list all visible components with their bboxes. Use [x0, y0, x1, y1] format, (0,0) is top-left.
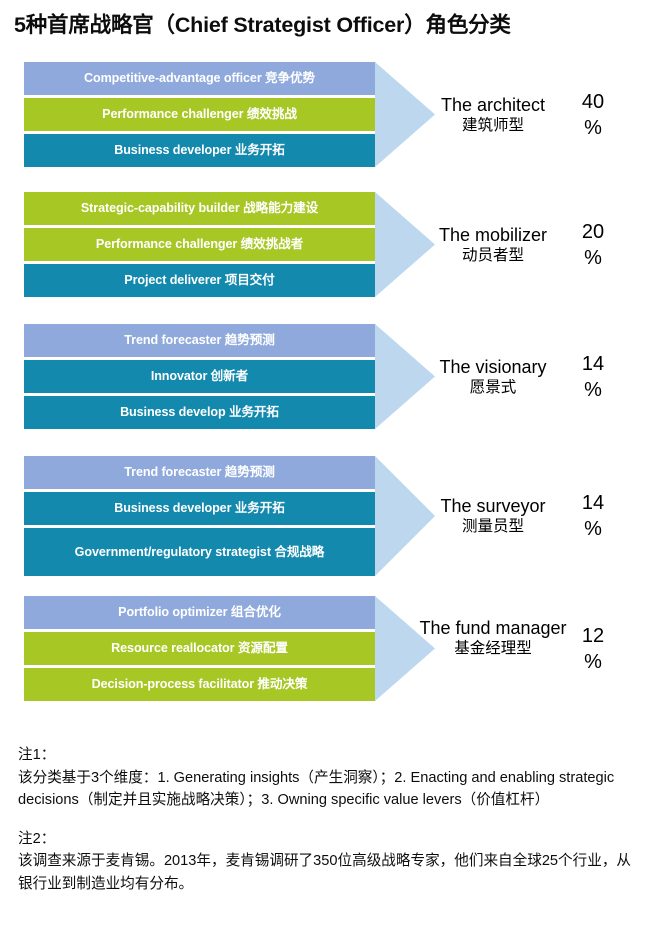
role-bar[interactable]: Business developer 业务开拓 [24, 492, 375, 525]
role-label-en: The architect [440, 95, 546, 115]
role-bar[interactable]: Performance challenger 绩效挑战者 [24, 228, 375, 261]
role-percentage-value: 14 [581, 492, 605, 514]
role-label-cn: 建筑师型 [461, 117, 524, 134]
role-bar[interactable]: Competitive-advantage officer 竞争优势 [24, 62, 375, 95]
role-bar[interactable]: Project deliverer 项目交付 [24, 264, 375, 297]
role-percentage: 14% [570, 490, 616, 542]
role-label: The mobilizer 动员者型 [418, 225, 568, 265]
role-percentage-unit: % [584, 518, 602, 540]
role-percentage: 40% [570, 89, 616, 141]
role-label: The fund manager 基金经理型 [418, 618, 568, 658]
arrow-right-icon [375, 456, 435, 576]
page-title: 5种首席战略官（Chief Strategist Officer）角色分类 [14, 13, 511, 37]
role-percentage-unit: % [584, 117, 602, 139]
arrow-right-icon [375, 596, 435, 701]
role-bar[interactable]: Resource reallocator 资源配置 [24, 632, 375, 665]
role-bar[interactable]: Trend forecaster 趋势预测 [24, 456, 375, 489]
role-bar[interactable]: Decision-process facilitator 推动决策 [24, 668, 375, 701]
footnote-label: 注2： [18, 830, 56, 847]
arrow-right-icon [375, 192, 435, 297]
role-label-cn: 基金经理型 [454, 640, 532, 657]
footnote-body: 该分类基于3个维度：1. Generating insights（产生洞察）；2… [18, 769, 615, 809]
role-label-en: The fund manager [419, 618, 567, 638]
role-bar[interactable]: Performance challenger 绩效挑战 [24, 98, 375, 131]
role-bar[interactable]: Trend forecaster 趋势预测 [24, 324, 375, 357]
role-bar[interactable]: Government/regulatory strategist 合规战略 [24, 528, 375, 576]
role-percentage: 20% [570, 219, 616, 271]
footnote-body: 该调查来源于麦肯锡。2013年，麦肯锡调研了350位高级战略专家，他们来自全球2… [18, 853, 632, 892]
role-label: The visionary 愿景式 [418, 357, 568, 397]
role-label-en: The mobilizer [438, 225, 548, 245]
role-percentage: 14% [570, 351, 616, 403]
role-label-cn: 测量员型 [461, 518, 524, 535]
role-label: The architect 建筑师型 [418, 95, 568, 135]
role-bar[interactable]: Portfolio optimizer 组合优化 [24, 596, 375, 629]
arrow-right-icon [375, 62, 435, 167]
role-percentage-unit: % [584, 651, 602, 673]
role-bar[interactable]: Strategic-capability builder 战略能力建设 [24, 192, 375, 225]
footnote: 注2： 该调查来源于麦肯锡。2013年，麦肯锡调研了350位高级战略专家，他们来自… [18, 828, 638, 896]
role-label: The surveyor 测量员型 [418, 496, 568, 536]
arrow-right-icon [375, 324, 435, 429]
role-bar[interactable]: Innovator 创新者 [24, 360, 375, 393]
role-percentage-value: 40 [581, 91, 605, 113]
role-percentage-unit: % [584, 379, 602, 401]
role-percentage-unit: % [584, 247, 602, 269]
role-label-en: The surveyor [440, 496, 546, 516]
role-label-en: The visionary [439, 357, 547, 377]
role-label-cn: 动员者型 [461, 247, 524, 264]
role-bar[interactable]: Business developer 业务开拓 [24, 134, 375, 167]
footnote: 注1： 该分类基于3个维度：1. Generating insights（产生洞察… [18, 744, 638, 812]
footnotes: 注1： 该分类基于3个维度：1. Generating insights（产生洞察… [18, 744, 638, 911]
role-percentage: 12% [570, 623, 616, 675]
role-label-cn: 愿景式 [469, 379, 517, 396]
footnote-label: 注1： [18, 747, 56, 763]
role-percentage-value: 20 [581, 221, 605, 243]
role-bar[interactable]: Business develop 业务开拓 [24, 396, 375, 429]
role-percentage-value: 14 [581, 353, 605, 375]
role-percentage-value: 12 [581, 625, 605, 647]
